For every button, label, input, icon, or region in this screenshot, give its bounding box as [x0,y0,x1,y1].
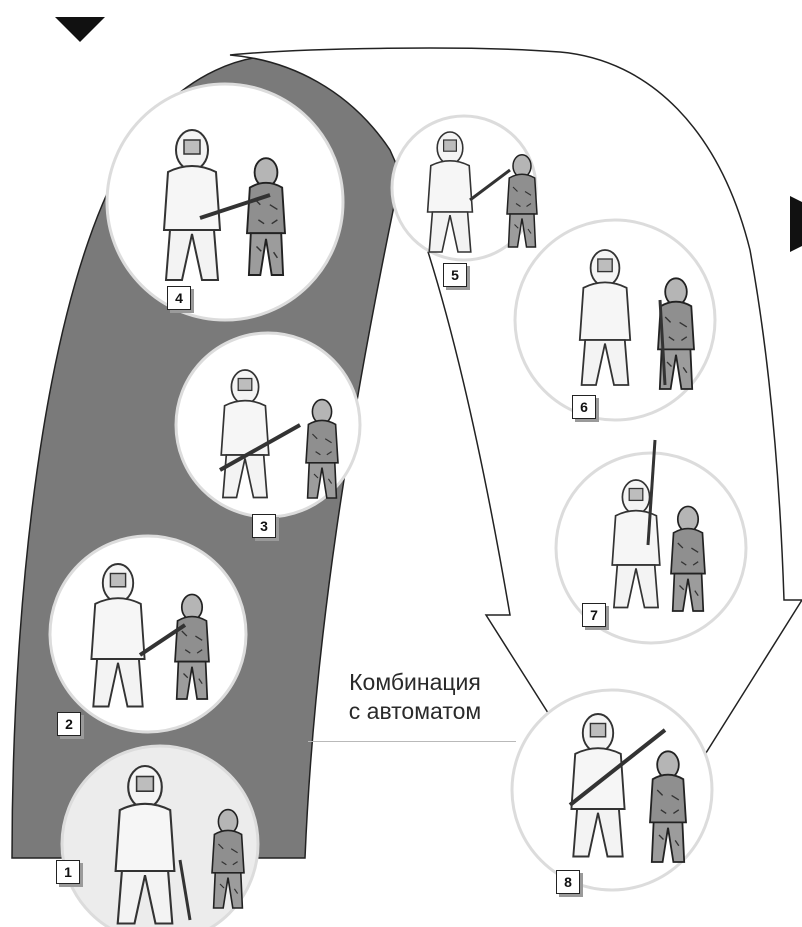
step-label-2: 2 [57,712,81,736]
step-label-5: 5 [443,263,467,287]
step-label-7: 7 [582,603,606,627]
step-label-6: 6 [572,395,596,419]
step-2-illustration [48,534,248,734]
step-label-3: 3 [252,514,276,538]
right-triangle-icon [790,196,802,252]
step-label-4: 4 [167,286,191,310]
step-8-illustration [510,688,714,892]
caption-underline [308,741,516,742]
step-4-illustration [105,82,345,322]
step-label-1: 1 [56,860,80,884]
caption-line-2: с автоматом [348,698,482,724]
step-6-illustration [513,218,717,422]
caption-line-1: Комбинация [349,669,481,695]
step-label-8: 8 [556,870,580,894]
step-7-illustration [554,439,748,645]
step-5-illustration [390,114,538,262]
step-3-illustration [174,331,362,519]
down-triangle-icon [55,17,105,42]
diagram-caption: Комбинация с автоматом [310,668,520,726]
step-1-illustration [60,744,260,927]
